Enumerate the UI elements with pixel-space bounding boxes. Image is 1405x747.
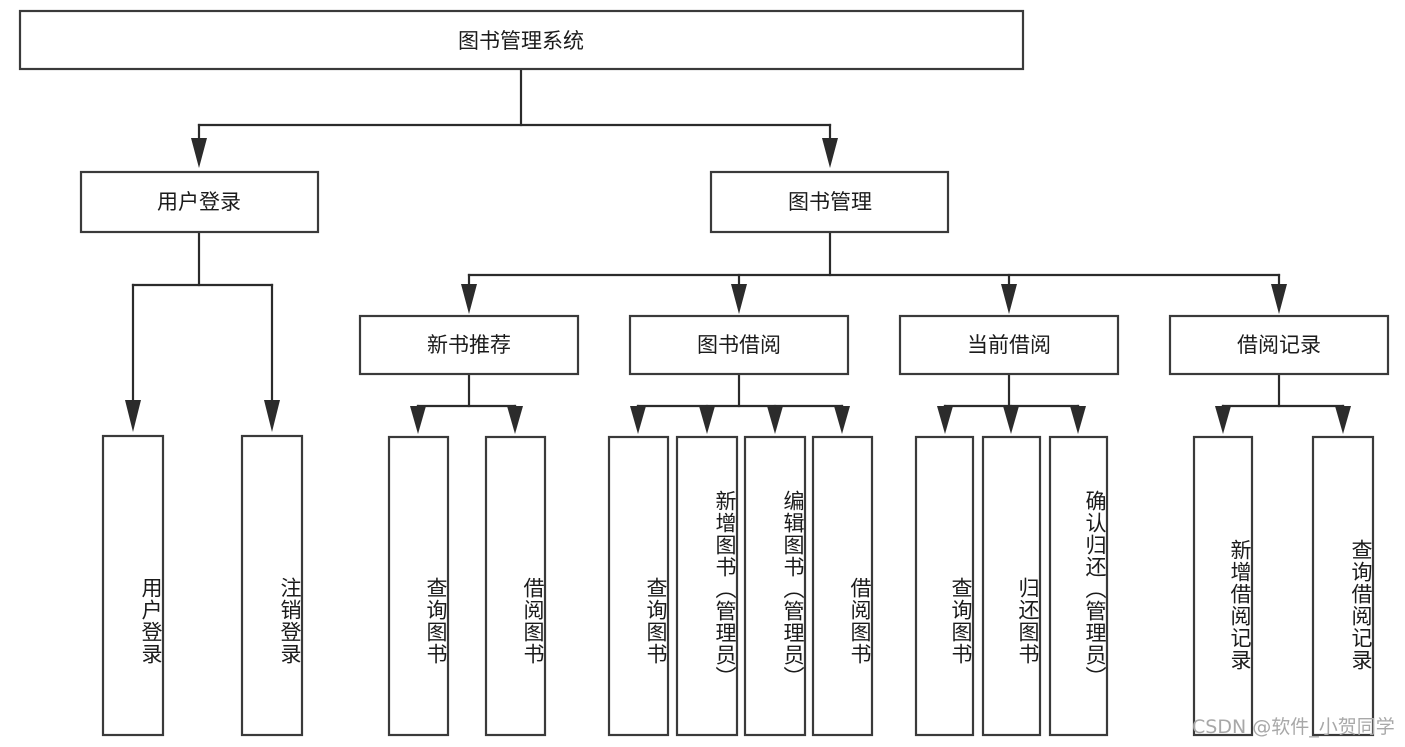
connector-group-root xyxy=(191,68,838,168)
leaf-box-user-login[interactable] xyxy=(101,434,165,737)
leaf-box-edit-book[interactable] xyxy=(743,435,807,737)
leaf-box-query-book-3[interactable] xyxy=(914,435,975,737)
node-borrow-record-box[interactable] xyxy=(1168,314,1390,376)
arrow-head-new-book-recommend xyxy=(461,284,477,314)
node-user-login-label: 用户登录 xyxy=(157,190,241,214)
connector-group-user-login xyxy=(125,230,280,432)
connector-group-book-mgmt xyxy=(461,230,1287,314)
arrow-head-user-login xyxy=(191,138,207,168)
leaf-box-add-book[interactable] xyxy=(675,435,739,737)
leaf-box-logout-login[interactable] xyxy=(240,434,304,737)
csdn-watermark: CSDN @软件_小贺同学 xyxy=(1192,716,1395,738)
leaf-box-query-book-2[interactable] xyxy=(607,435,670,737)
arrow-head-leaf-query-book-2 xyxy=(630,406,646,434)
arrow-head-leaf-logout-login xyxy=(264,400,280,432)
arrow-head-leaf-confirm-return xyxy=(1070,406,1086,434)
leaf-boxes-group xyxy=(101,434,1375,737)
node-book-borrow-label: 图书借阅 xyxy=(697,333,781,357)
arrow-head-leaf-borrow-book-2 xyxy=(834,406,850,434)
node-root[interactable]: 图书管理系统 xyxy=(18,9,1025,71)
arrow-head-current-borrow xyxy=(1001,284,1017,314)
node-book-management-box[interactable] xyxy=(709,170,950,234)
connector-group-borrow-record xyxy=(1215,372,1351,434)
node-user-login-box[interactable] xyxy=(79,170,320,234)
arrow-head-leaf-query-record xyxy=(1335,406,1351,434)
node-new-book-recommend[interactable]: 新书推荐 xyxy=(358,314,580,376)
node-book-management[interactable]: 图书管理 xyxy=(709,170,950,234)
leaf-box-return-book[interactable] xyxy=(981,435,1042,737)
node-new-book-recommend-label: 新书推荐 xyxy=(427,333,511,357)
node-root-box[interactable] xyxy=(18,9,1025,71)
leaf-box-borrow-book-2[interactable] xyxy=(811,435,874,737)
leaf-box-query-record[interactable] xyxy=(1311,435,1375,737)
node-new-book-recommend-box[interactable] xyxy=(358,314,580,376)
node-current-borrow-box[interactable] xyxy=(898,314,1120,376)
node-user-login[interactable]: 用户登录 xyxy=(79,170,320,234)
node-book-borrow-box[interactable] xyxy=(628,314,850,376)
arrow-head-borrow-record xyxy=(1271,284,1287,314)
leaf-box-query-book-1[interactable] xyxy=(387,435,450,737)
arrow-head-leaf-query-book-3 xyxy=(937,406,953,434)
node-current-borrow-label: 当前借阅 xyxy=(967,333,1051,357)
node-root-label: 图书管理系统 xyxy=(458,29,584,53)
connector-group-book-borrow xyxy=(630,372,850,434)
arrow-head-leaf-return-book xyxy=(1003,406,1019,434)
arrow-head-leaf-edit-book xyxy=(767,406,783,434)
node-current-borrow[interactable]: 当前借阅 xyxy=(898,314,1120,376)
arrow-head-leaf-add-book xyxy=(699,406,715,434)
arrow-head-leaf-borrow-book-1 xyxy=(507,406,523,434)
arrow-head-leaf-user-login xyxy=(125,400,141,432)
arrow-head-leaf-query-book-1 xyxy=(410,406,426,434)
arrow-head-book-mgmt xyxy=(822,138,838,168)
leaf-box-confirm-return[interactable] xyxy=(1048,435,1109,737)
node-borrow-record[interactable]: 借阅记录 xyxy=(1168,314,1390,376)
arrow-head-book-borrow xyxy=(731,284,747,314)
connector-group-new-book-recommend xyxy=(410,372,523,434)
leaf-box-borrow-book-1[interactable] xyxy=(484,435,547,737)
connector-group-current-borrow xyxy=(937,372,1086,434)
leaf-box-add-record[interactable] xyxy=(1192,435,1254,737)
node-book-management-label: 图书管理 xyxy=(788,190,872,214)
arrow-head-leaf-add-record xyxy=(1215,406,1231,434)
node-book-borrow[interactable]: 图书借阅 xyxy=(628,314,850,376)
node-borrow-record-label: 借阅记录 xyxy=(1237,333,1321,357)
